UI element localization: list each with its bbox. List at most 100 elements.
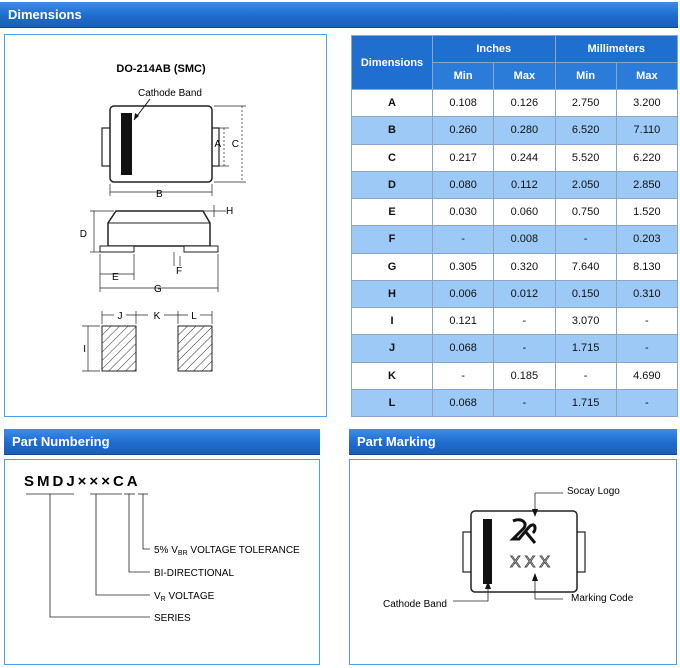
table-header-mm-min: Min [554,62,617,90]
dim-C-label: C [232,139,239,150]
row-label-cell: A [351,88,433,118]
dim-I-label: I [83,344,86,355]
mm-min-cell: 6.520 [554,116,617,145]
row-label-cell: L [351,388,433,418]
part-number-code: SMDJ×××CA [24,473,141,490]
inch-min-cell: 0.305 [431,252,495,281]
part-marking-banner: Part Marking [349,429,677,455]
inch-min-cell: 0.068 [431,334,495,363]
mm-min-cell: - [554,225,617,254]
dim-H-label: H [226,206,233,217]
marking-code-label: Marking Code [571,593,634,604]
row-label-cell: J [351,334,433,363]
inch-min-cell: - [431,361,495,390]
mm-min-cell: 0.750 [554,197,617,227]
package-footprint: J K L I [82,311,213,372]
inch-min-cell: - [431,225,495,254]
mm-max-cell: - [615,306,679,336]
mm-max-cell: 1.520 [615,197,679,227]
inch-max-cell: 0.320 [493,252,556,281]
inch-min-cell: 0.121 [431,306,495,336]
marking-cathode-band [483,519,492,584]
inch-max-cell: - [493,306,556,336]
row-label-cell: C [351,143,433,172]
mm-max-cell: 4.690 [615,361,679,390]
part-numbering-diagram: SMDJ×××CA 5% VBR VOLTAGE TOLERANCE BI-DI… [24,473,300,624]
table-header-dimensions: Dimensions [351,35,433,90]
mm-min-cell: 2.750 [554,88,617,118]
mm-max-cell: 0.310 [615,279,679,309]
inch-min-cell: 0.006 [431,279,495,309]
package-top-view: Cathode Band A C B [101,88,246,200]
part-numbering-panel [4,459,320,665]
mm-max-cell: 3.200 [615,88,679,118]
row-label-cell: E [351,197,433,227]
inch-max-cell: 0.008 [493,225,556,254]
mm-min-cell: 7.640 [554,252,617,281]
package-side-view: H D F E G [80,205,233,295]
mm-max-cell: 0.203 [615,225,679,254]
mm-min-cell: - [554,361,617,390]
part-numbering-title: Part Numbering [12,434,110,449]
table-header-mm-max: Max [615,62,679,90]
row-label-cell: G [351,252,433,281]
inch-max-cell: 0.185 [493,361,556,390]
mm-min-cell: 3.070 [554,306,617,336]
mm-max-cell: - [615,334,679,363]
table-row: K-0.185-4.690 [351,361,679,390]
inch-max-cell: 0.112 [493,170,556,200]
inch-max-cell: - [493,334,556,363]
inch-min-cell: 0.108 [431,88,495,118]
part-numbering-banner: Part Numbering [4,429,320,455]
mm-max-cell: 6.220 [615,143,679,172]
dim-D-label: D [80,229,87,240]
table-header-in-min: Min [431,62,495,90]
table-header-millimeters: Millimeters [554,35,678,63]
dim-J-label: J [118,311,123,322]
inch-max-cell: 0.012 [493,279,556,309]
dim-K-label: K [154,311,161,322]
dim-F-label: F [176,266,182,277]
inch-max-cell: 0.060 [493,197,556,227]
mm-max-cell: 7.110 [615,116,679,145]
inch-max-cell: 0.280 [493,116,556,145]
inch-max-cell: 0.126 [493,88,556,118]
inch-max-cell: 0.244 [493,143,556,172]
mm-min-cell: 2.050 [554,170,617,200]
mm-min-cell: 1.715 [554,388,617,418]
mm-min-cell: 1.715 [554,334,617,363]
mm-max-cell: 8.130 [615,252,679,281]
mm-max-cell: - [615,388,679,418]
series-label: SERIES [154,613,191,624]
bidirectional-label: BI-DIRECTIONAL [154,568,234,579]
dim-G-label: G [154,284,162,295]
socay-logo-label: Socay Logo [567,486,620,497]
dim-L-label: L [191,311,197,322]
mm-max-cell: 2.850 [615,170,679,200]
mm-min-cell: 5.520 [554,143,617,172]
row-label-cell: H [351,279,433,309]
mm-min-cell: 0.150 [554,279,617,309]
row-label-cell: I [351,306,433,336]
cathode-band-mark [121,113,132,175]
dim-A-label: A [214,139,221,150]
socay-logo-icon [509,518,537,544]
marking-code-glyph: XXX [510,554,554,571]
dimensions-banner: Dimensions [0,2,678,28]
row-label-cell: K [351,361,433,390]
inch-max-cell: - [493,388,556,418]
part-marking-title: Part Marking [357,434,436,449]
marking-cathode-label: Cathode Band [383,599,447,610]
dimensions-table: Dimensions Inches Millimeters Min Max Mi… [351,35,679,418]
